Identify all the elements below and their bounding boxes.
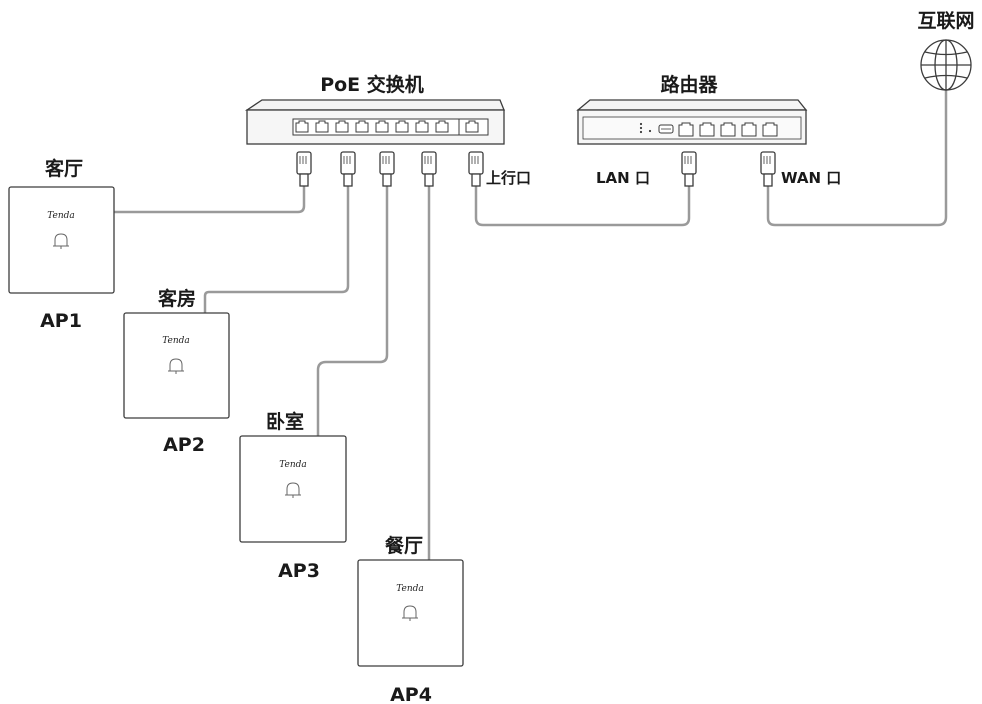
ap-name-label: AP1 xyxy=(40,310,82,332)
access-point-ap3: 卧室 Tenda AP3 xyxy=(239,410,347,582)
rj45-connector-icon xyxy=(681,151,697,187)
rj45-connector-icon xyxy=(760,151,776,187)
lan-port-label: LAN 口 xyxy=(596,169,650,187)
bell-icon xyxy=(53,233,69,249)
cable-uplink-to-lan xyxy=(474,184,691,227)
ap-name-label: AP3 xyxy=(278,560,320,582)
cable-wan-to-internet xyxy=(766,88,948,227)
cable-ap2 xyxy=(203,184,350,315)
poe-switch: PoE 交换机 xyxy=(244,73,505,145)
ap-name-label: AP4 xyxy=(390,684,432,704)
poe-switch-label: PoE 交换机 xyxy=(320,73,424,96)
brand-logo: Tenda xyxy=(47,211,75,221)
internet-label: 互联网 xyxy=(917,10,974,32)
brand-logo: Tenda xyxy=(279,460,307,470)
access-point-ap1: 客厅 Tenda AP1 xyxy=(8,157,115,332)
rj45-connector-icon xyxy=(379,151,395,187)
globe-icon xyxy=(920,39,972,91)
access-point-ap2: 客房 Tenda AP2 xyxy=(123,287,230,456)
access-point-ap4: 餐厅 Tenda AP4 xyxy=(357,534,464,704)
router-label: 路由器 xyxy=(660,73,718,96)
rj45-connector-icon xyxy=(296,151,312,187)
switch-ports xyxy=(295,120,479,133)
router: 路由器 xyxy=(576,73,808,145)
bell-icon xyxy=(285,482,301,498)
router-ports xyxy=(678,122,778,137)
bell-icon xyxy=(168,358,184,374)
cable-ap3 xyxy=(316,184,389,438)
brand-logo: Tenda xyxy=(396,584,424,594)
ap-room-label: 客房 xyxy=(158,287,196,310)
cable-ap1 xyxy=(112,184,306,214)
ap-room-label: 餐厅 xyxy=(385,534,423,557)
rj45-connector-icon xyxy=(421,151,437,187)
bell-icon xyxy=(402,605,418,621)
brand-logo: Tenda xyxy=(162,336,190,346)
rj45-connector-icon xyxy=(340,151,356,187)
internet: 互联网 xyxy=(917,10,975,91)
wan-port-label: WAN 口 xyxy=(781,169,841,187)
ap-name-label: AP2 xyxy=(163,434,205,456)
ap-room-label: 卧室 xyxy=(266,410,304,433)
uplink-port-label: 上行口 xyxy=(486,169,531,187)
ap-room-label: 客厅 xyxy=(45,157,83,180)
rj45-connector-icon xyxy=(468,151,484,187)
